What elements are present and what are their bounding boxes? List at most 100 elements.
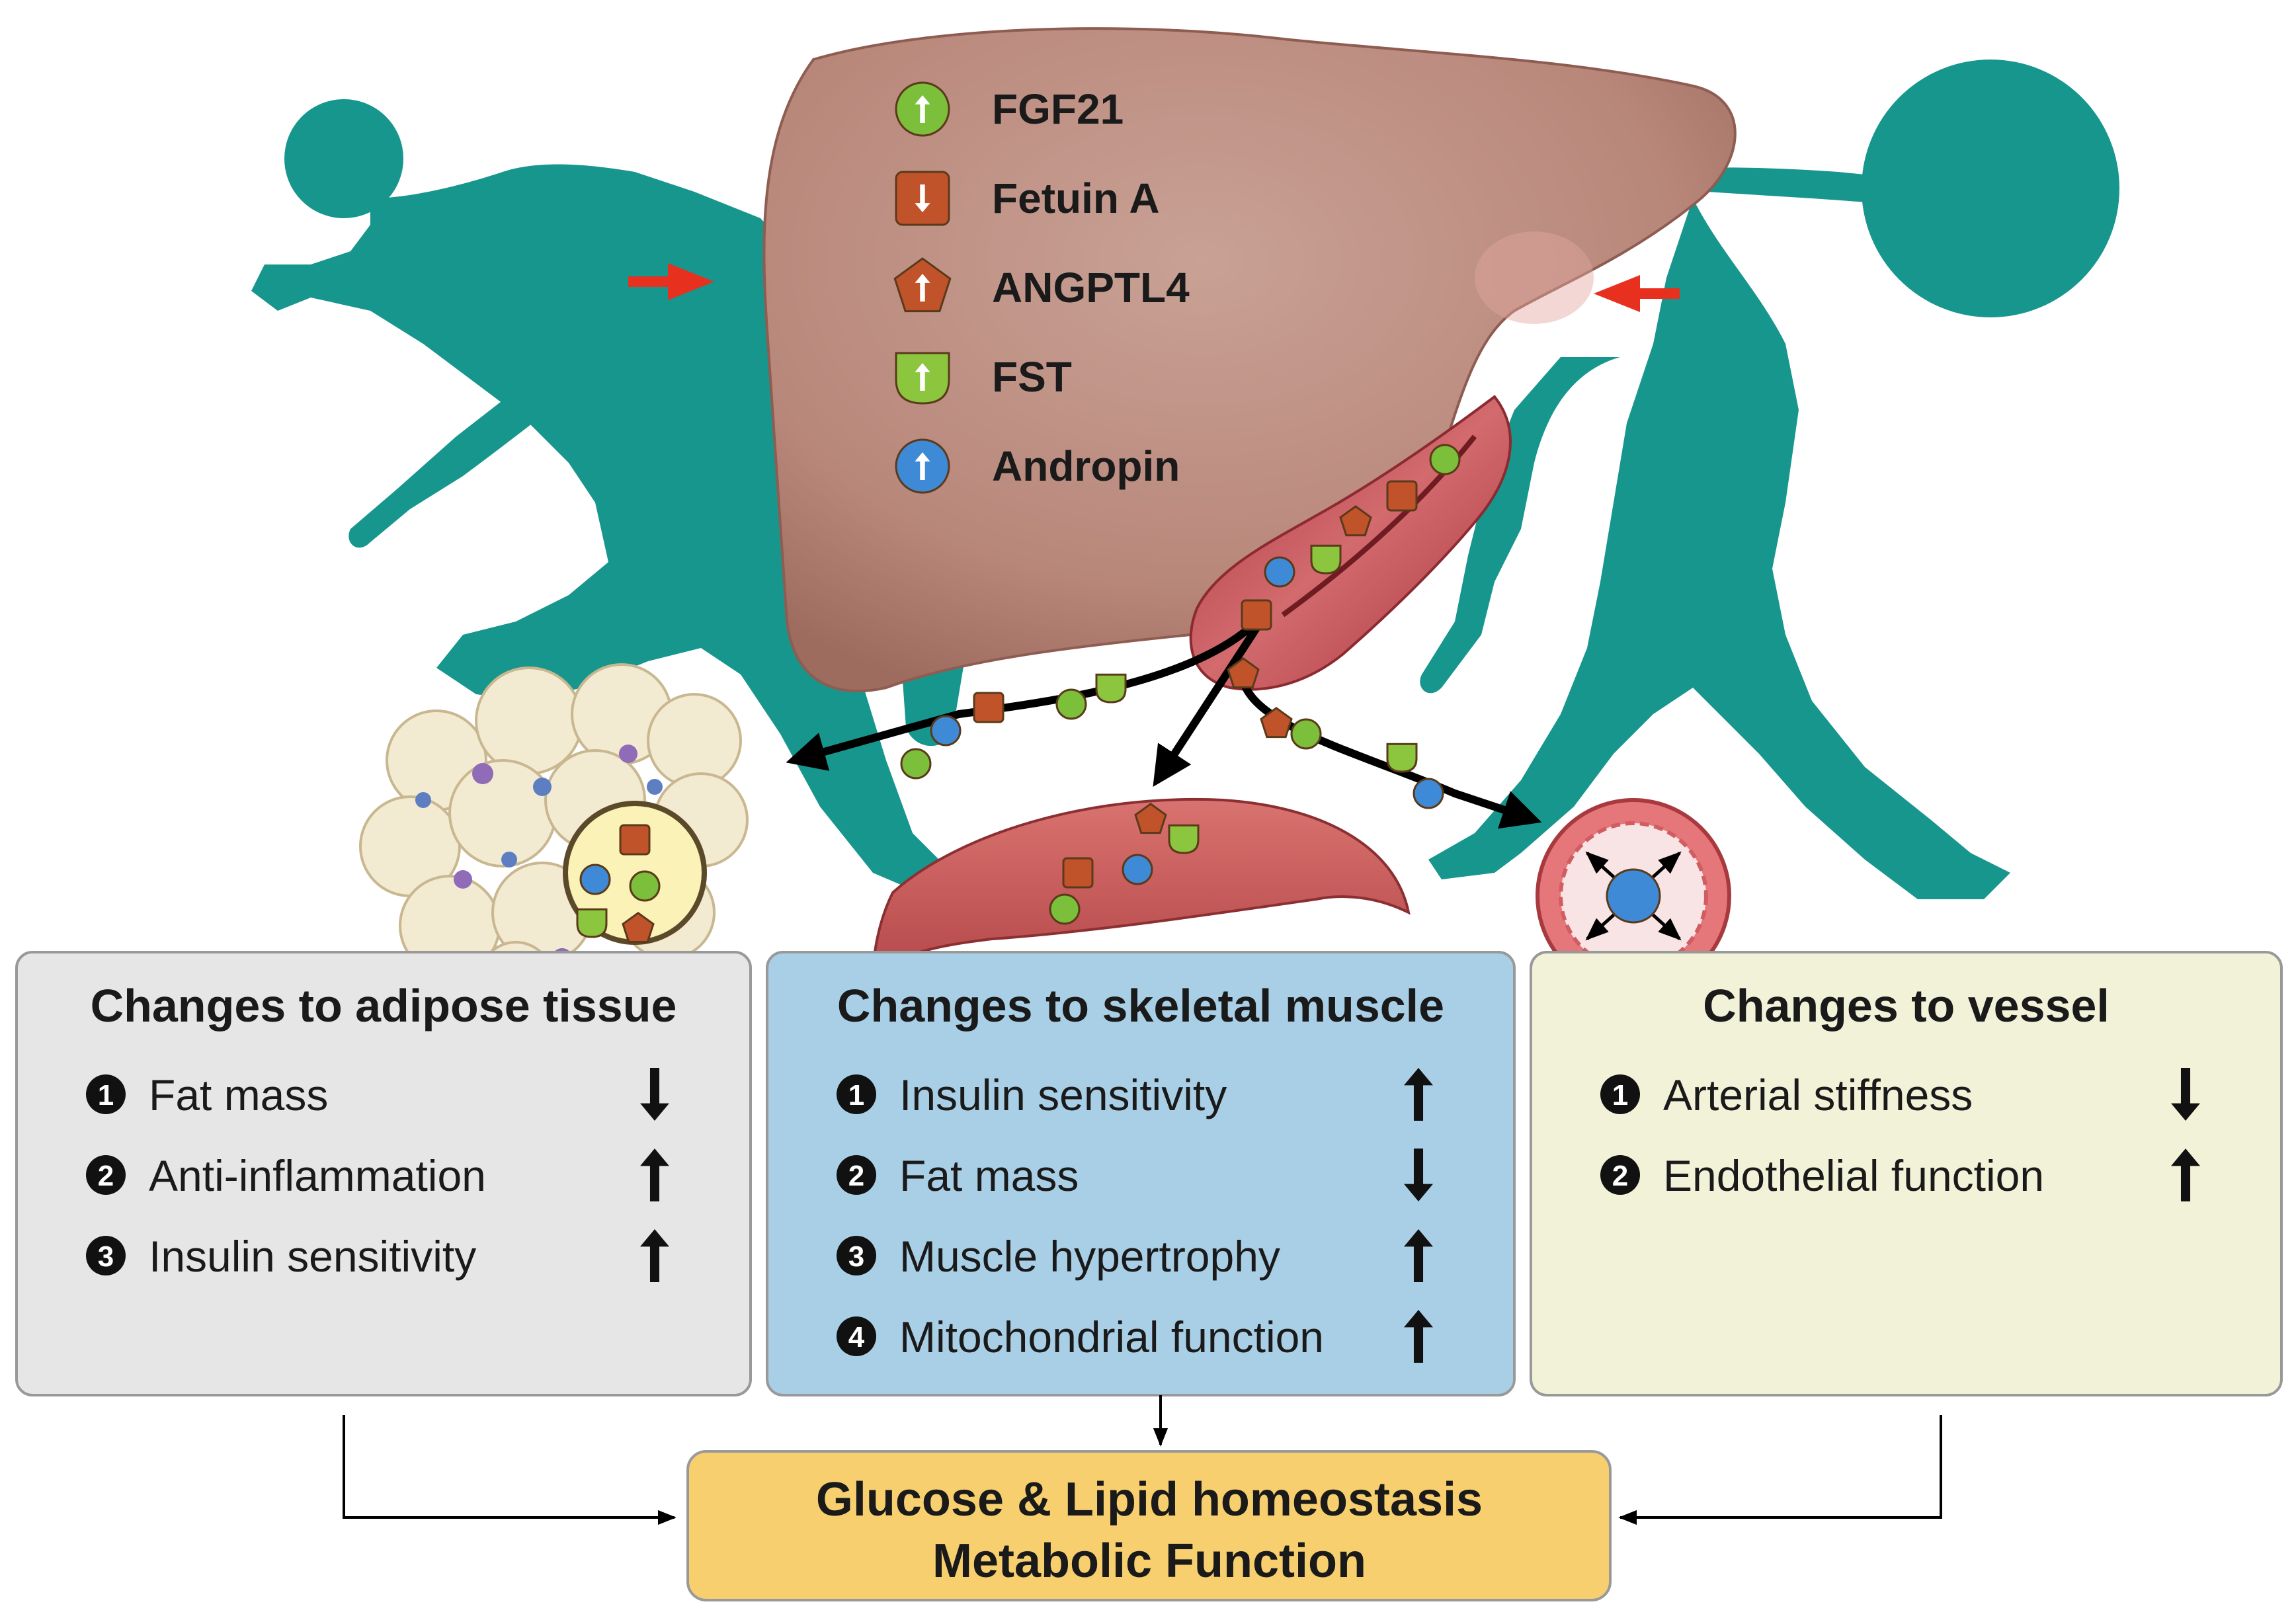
legend-item: FGF21 bbox=[895, 81, 1124, 137]
particle-circle bbox=[1429, 444, 1461, 475]
particle-square bbox=[1241, 599, 1272, 631]
weightlifter-silhouette bbox=[1420, 60, 2119, 899]
particle-shield bbox=[1168, 824, 1200, 854]
item-number: 2 bbox=[848, 1160, 864, 1192]
effect-item: 3 Muscle hypertrophy bbox=[837, 1229, 1433, 1282]
particle-circle bbox=[579, 864, 611, 895]
particle-pentagon bbox=[1260, 706, 1293, 739]
arrow-up-icon bbox=[640, 1149, 669, 1201]
effect-item: 2 Endothelial function bbox=[1600, 1149, 2200, 1201]
particle-shield bbox=[1095, 673, 1127, 704]
item-number-badge bbox=[837, 1236, 876, 1275]
particle-circle bbox=[1413, 778, 1444, 809]
particle-circle bbox=[1049, 893, 1081, 925]
item-number: 2 bbox=[98, 1160, 114, 1192]
arrow-up-icon bbox=[1404, 1229, 1433, 1282]
item-label: Endothelial function bbox=[1663, 1151, 2044, 1200]
particle-square bbox=[619, 824, 651, 856]
item-label: Fat mass bbox=[899, 1151, 1079, 1200]
arrow-up-icon bbox=[915, 95, 930, 123]
outcome-connectors bbox=[343, 1395, 1942, 1525]
particle-square bbox=[1386, 480, 1418, 512]
item-label: Insulin sensitivity bbox=[899, 1071, 1227, 1119]
pointer-arrow-right bbox=[1594, 275, 1680, 312]
particle-shield bbox=[1310, 544, 1342, 575]
item-number-badge bbox=[86, 1074, 126, 1114]
arrow-up-icon bbox=[915, 274, 930, 302]
arrow-up-icon bbox=[1404, 1068, 1433, 1121]
effect-item: 2 Fat mass bbox=[837, 1149, 1433, 1201]
particle-shield bbox=[1386, 743, 1418, 773]
arrow-up-icon bbox=[1404, 1310, 1433, 1363]
particle-circle bbox=[900, 748, 932, 780]
particle-pentagon bbox=[1134, 802, 1167, 834]
particle-square bbox=[973, 692, 1004, 723]
particle-circle bbox=[1290, 718, 1322, 750]
arrow-down-icon bbox=[2171, 1068, 2200, 1121]
particle-circle bbox=[629, 870, 661, 902]
outcome-box: Glucose & Lipid homeostasis Metabolic Fu… bbox=[686, 1450, 1612, 1601]
item-number-badge bbox=[837, 1155, 876, 1195]
item-number: 3 bbox=[98, 1240, 114, 1273]
arrow-up-icon bbox=[915, 452, 930, 480]
arrow-up-icon bbox=[640, 1229, 669, 1282]
particle-circle bbox=[1606, 868, 1661, 924]
particle-shield bbox=[576, 908, 608, 938]
item-number-badge bbox=[1600, 1155, 1640, 1195]
item-number: 4 bbox=[848, 1321, 865, 1353]
particle-square bbox=[1062, 857, 1094, 889]
item-number-badge bbox=[837, 1074, 876, 1114]
legend-label: Fetuin A bbox=[992, 175, 1160, 222]
legend-label: ANGPTL4 bbox=[992, 264, 1190, 311]
item-number-badge bbox=[837, 1316, 876, 1356]
item-label: Insulin sensitivity bbox=[149, 1232, 476, 1281]
legend-item: ANGPTL4 bbox=[893, 257, 1190, 313]
particle-pentagon bbox=[1339, 505, 1372, 537]
item-number-badge bbox=[1600, 1074, 1640, 1114]
arrow-down-icon bbox=[640, 1068, 669, 1121]
arrow-down-icon bbox=[1404, 1149, 1433, 1201]
legend-item: Fetuin A bbox=[895, 171, 1160, 226]
effect-item: 1 Insulin sensitivity bbox=[837, 1068, 1433, 1121]
item-number: 1 bbox=[848, 1079, 864, 1111]
particle-circle bbox=[1264, 556, 1295, 588]
item-label: Arterial stiffness bbox=[1663, 1071, 1973, 1119]
outcome-line2: Metabolic Function bbox=[932, 1535, 1366, 1588]
item-number: 1 bbox=[1612, 1079, 1628, 1111]
legend-label: FGF21 bbox=[992, 85, 1124, 133]
arrow-down-icon bbox=[915, 184, 930, 212]
item-label: Muscle hypertrophy bbox=[899, 1232, 1280, 1281]
particle-circle bbox=[930, 715, 962, 747]
item-number-badge bbox=[86, 1236, 126, 1275]
particle-pentagon bbox=[622, 911, 655, 944]
particle-pentagon bbox=[1227, 657, 1260, 689]
particle-circle bbox=[1055, 688, 1087, 720]
effect-box-title: Changes to adipose tissue bbox=[91, 980, 677, 1031]
legend-item: FST bbox=[895, 352, 1072, 405]
arrow-up-icon bbox=[2171, 1149, 2200, 1201]
item-number: 2 bbox=[1612, 1160, 1628, 1192]
arrow-up-icon bbox=[915, 363, 930, 391]
effect-box-background bbox=[1530, 951, 2283, 1396]
item-number: 3 bbox=[848, 1240, 864, 1273]
item-number-badge bbox=[86, 1155, 126, 1195]
pointer-arrow-left bbox=[628, 263, 714, 300]
item-label: Anti-inflammation bbox=[149, 1151, 486, 1200]
effect-item: 1 Arterial stiffness bbox=[1600, 1068, 2200, 1121]
effect-box-background bbox=[15, 951, 752, 1396]
effect-item: 2 Anti-inflammation bbox=[86, 1149, 669, 1201]
particle-circle bbox=[1122, 854, 1153, 885]
legend-item: Andropin bbox=[895, 438, 1180, 494]
legend-label: FST bbox=[992, 353, 1072, 401]
hepatokine-particles bbox=[576, 444, 1661, 944]
effect-item: 3 Insulin sensitivity bbox=[86, 1229, 669, 1282]
item-number: 1 bbox=[98, 1079, 114, 1111]
